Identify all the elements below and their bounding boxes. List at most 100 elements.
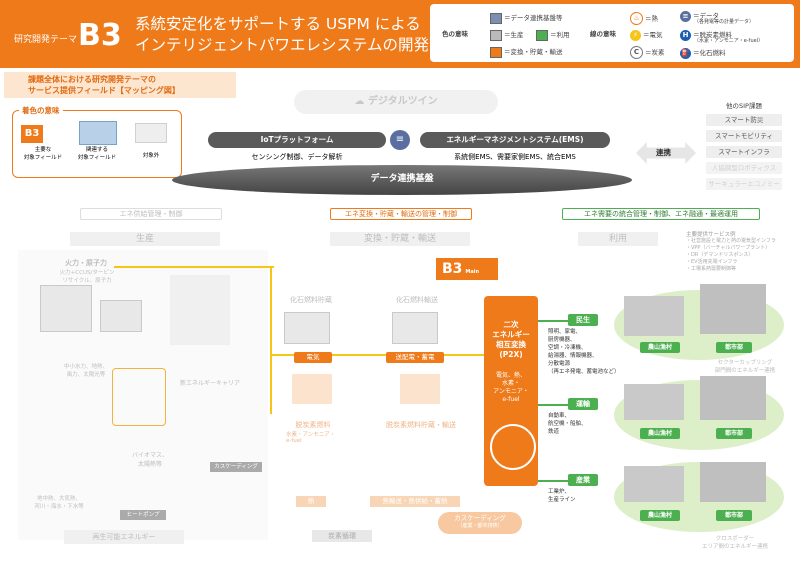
legend-color-use: ＝利用 — [536, 29, 570, 41]
solar-panel-icon — [79, 121, 117, 145]
storage-tank-icon — [284, 312, 330, 344]
link-arrow-icon — [636, 142, 696, 164]
legend-main-field: 主要な 対象フィールド — [23, 147, 63, 161]
minsei-items: 照明、家電、 厨房機器、 空調・冷凍機、 給湯器、情報機器、 分散電源 （再エネ… — [548, 329, 620, 375]
link-label: 連携 — [656, 148, 671, 157]
farm-icon — [624, 466, 684, 502]
legend-line-carbon: C＝炭素 — [630, 46, 665, 59]
urban-label: 都市部 — [716, 428, 752, 439]
unyu-label: 運輸 — [568, 398, 598, 410]
electric-line — [270, 354, 490, 356]
title-line-1: 系統安定化をサポートする USPM による — [135, 15, 421, 33]
cross-border-label: クロスボーダー エリア間のエネルギー連携 — [701, 536, 768, 550]
fossil-fuel-icon: ⛽ — [680, 47, 691, 59]
legend-color-production: ＝生産 — [490, 29, 524, 41]
powerline-icon — [400, 374, 440, 404]
village-road-icon — [624, 384, 684, 420]
rural-label: 農山漁村 — [640, 342, 680, 353]
thermal-sub: 火力+CCUS/タービン リサイクル、原子力 — [59, 270, 115, 284]
fossil-storage-label: 化石燃料貯蔵 — [290, 296, 332, 304]
ems-sub: 系統側EMS、需要家側EMS、統合EMS — [454, 153, 576, 161]
electric-line — [270, 266, 272, 414]
sector-coupling-label: セクターカップリング 部門間のエネルギー連携 — [714, 360, 776, 374]
conversion-header: 変換・貯蔵・輸送 — [330, 232, 470, 246]
data-platform-label: データ連携基盤 — [370, 174, 434, 184]
data-icon: ≡ — [680, 10, 691, 22]
legend-line-electric: ⚡＝電気 — [630, 29, 663, 41]
city-transport-icon — [700, 376, 766, 420]
sip-title: 他のSIP課題 — [726, 102, 762, 110]
carbon-icon: C — [630, 46, 643, 59]
title-line-2: インテリジェントパワエレシステムの開発 — [135, 36, 430, 54]
urban-label: 都市部 — [716, 342, 752, 353]
legend-line-title: 線の意味 — [590, 30, 616, 38]
urban-label: 都市部 — [716, 510, 752, 521]
p2x-title: 二次 エネルギー 相互変換 (P2X) — [492, 320, 530, 359]
electricity-label: 電気 — [294, 352, 332, 363]
color-meaning-title: 着色の意味 — [19, 105, 63, 116]
heat-label: 熱 — [296, 496, 326, 507]
sip-item: スマートインフラ — [706, 146, 782, 158]
use-connector-line — [538, 480, 568, 482]
village-building-icon — [624, 296, 684, 336]
electric-line — [114, 266, 274, 268]
map-subtitle: 課題全体における研究開発テーマの サービス提供フィールド【マッピング図】 — [4, 72, 236, 98]
biomass-label: バイオマス、 太陽熱等 — [131, 452, 168, 468]
renewable-label: 再生可能エネルギー — [64, 530, 184, 544]
legend-panel: 色の意味 ＝データ連携基盤等 ＝生産 ＝利用 ＝変換・貯蔵・輸送 線の意味 ♨＝… — [430, 4, 794, 62]
decarb-fuel-sub: 水素・アンモニア・ e-fuel — [286, 432, 336, 444]
tanker-truck-icon — [392, 312, 438, 344]
iot-platform-pill: IoTプラットフォーム — [208, 132, 386, 148]
newcarrier-label: 新エネルギーキャリア — [179, 380, 240, 387]
legend-not-target: 対象外 — [142, 153, 160, 159]
conversion-mgmt-label: エネ変換・貯蔵・輸送の管理・制御 — [330, 208, 472, 220]
heatpump-label: ヒートポンプ — [120, 510, 166, 520]
wind-turbine-icon — [170, 275, 230, 345]
ems-pill: エネルギーマネジメントシステム(EMS) — [420, 132, 610, 148]
carrier-highlight — [112, 368, 166, 426]
legend-color-conversion: ＝変換・貯蔵・輸送 — [490, 46, 563, 58]
use-swatch-icon — [536, 29, 548, 41]
data-swatch-icon — [490, 12, 502, 24]
legend-line-data-sub: （各発電等の計量データ） — [694, 19, 755, 25]
service-title: 主要提供サービス例 — [686, 232, 736, 238]
legend-line-fossil: ⛽＝化石燃料 — [680, 47, 726, 59]
production-swatch-icon — [490, 29, 502, 41]
fossil-transport-label: 化石燃料輸送 — [396, 296, 438, 304]
decarb-storage-label: 脱炭素燃料貯蔵・輸送 — [386, 421, 456, 429]
unyu-items: 自動車、 航空機・船舶、 鉄道 — [548, 413, 587, 435]
p2x-cycle-icon — [490, 424, 536, 470]
legend-related-field: 関連する 対象フィールド — [77, 147, 117, 161]
factory-icon — [700, 462, 766, 502]
thermal-label: 火力・原子力 — [65, 259, 107, 267]
legend-line-heat: ♨＝熱 — [630, 12, 658, 25]
color-meaning-box: 着色の意味 B3 主要な 対象フィールド 関連する 対象フィールド 対象外 — [12, 105, 182, 178]
faded-panel-icon — [135, 123, 167, 143]
transmission-label: 送配電・蓄電 — [386, 352, 444, 363]
heat-icon: ♨ — [630, 12, 643, 25]
sip-item: スマート防災 — [706, 114, 782, 126]
sangyo-label: 産業 — [568, 474, 598, 486]
demand-mgmt-label: エネ需要の統合管理・制御、エネ融通・最適運用 — [562, 208, 760, 220]
use-header: 利用 — [578, 232, 658, 246]
city-building-icon — [700, 284, 766, 334]
hydro-label: 中小水力、地熱、 風力、太陽光等 — [63, 364, 108, 378]
minsei-label: 民生 — [568, 314, 598, 326]
sip-item: スマートモビリティ — [706, 130, 782, 142]
rural-label: 農山漁村 — [640, 428, 680, 439]
battery-icon — [292, 374, 332, 404]
sangyo-items: 工業炉、 生産ライン — [548, 489, 576, 503]
decarb-fuel-label: 脱炭素燃料 — [295, 421, 331, 429]
legend-line-decarb: H＝脱炭素燃料 — [680, 29, 732, 41]
cascading-label: カスケーディング — [210, 462, 262, 472]
theme-code: B3 — [78, 18, 122, 53]
sip-item: サーキュラーエコノミー — [706, 178, 782, 190]
page-title: 系統安定化をサポートする USPM による インテリジェントパワエレシステムの開… — [135, 14, 429, 56]
legend-color-data: ＝データ連携基盤等 — [490, 12, 563, 24]
sip-item: 人協調型ロボティクス — [706, 162, 782, 174]
theme-label: 研究開発テーマ — [14, 35, 78, 45]
use-connector-line — [538, 320, 568, 322]
power-plant-icon — [40, 285, 92, 332]
cascade2-pill: カスケーディング （産業・都市排熱） — [438, 512, 522, 534]
